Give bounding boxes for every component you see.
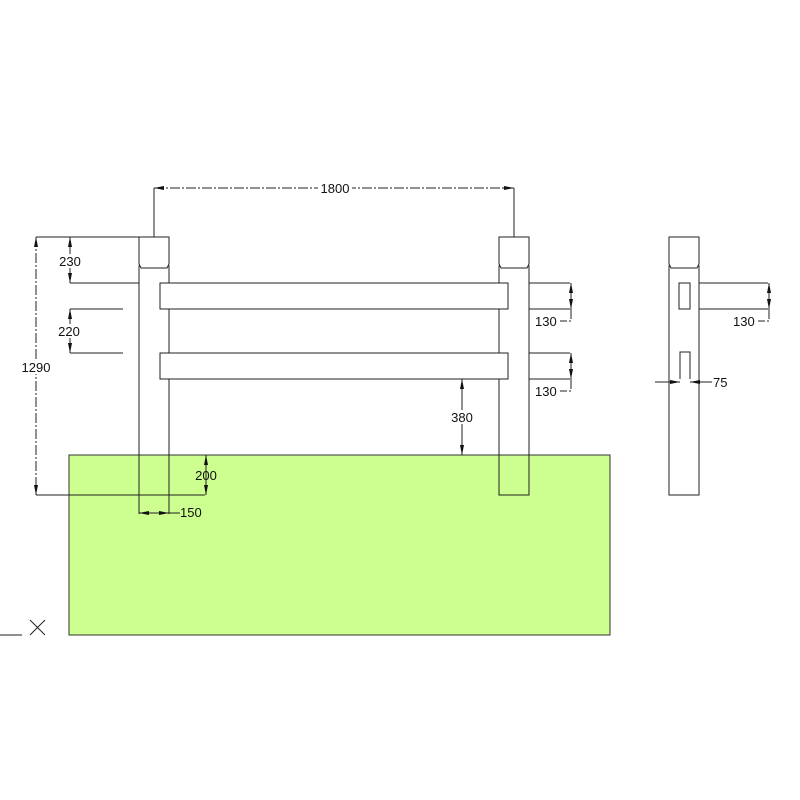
dim-slot-label: 75 <box>713 375 727 390</box>
dim-embed-label: 200 <box>195 468 217 483</box>
dim-rail1-label: 130 <box>535 314 557 329</box>
left-post-cap <box>138 236 170 269</box>
ground-area <box>68 454 611 636</box>
side-post <box>668 265 700 496</box>
dim-post-width-label: 150 <box>180 505 202 520</box>
dim-overall-height: 1290 <box>18 236 205 496</box>
dim-side-rail-label: 130 <box>733 314 755 329</box>
dim-side-rail: 130 <box>733 283 771 329</box>
side-post-cap <box>668 236 700 269</box>
dim-rail-gap: 220 <box>57 308 123 354</box>
top-rail <box>159 282 509 310</box>
dim-clearance-label: 380 <box>451 410 473 425</box>
dim-rail2: 130 <box>535 353 573 399</box>
dim-span: 1800 <box>153 181 515 237</box>
rail-slot <box>678 282 691 310</box>
rail-notch <box>679 351 691 379</box>
side-view <box>668 236 768 496</box>
side-rail <box>699 282 768 310</box>
dim-rail-gap-label: 220 <box>58 324 80 339</box>
dim-rail2-label: 130 <box>535 384 557 399</box>
dim-top-to-rail: 230 <box>57 237 139 284</box>
rail-stubs <box>529 282 570 380</box>
dim-span-label: 1800 <box>321 181 350 196</box>
dim-top-to-rail-label: 230 <box>59 254 81 269</box>
ucs-icon <box>0 619 46 636</box>
bottom-rail <box>159 352 509 380</box>
dim-overall-height-label: 1290 <box>22 360 51 375</box>
dim-slot: 75 <box>655 375 727 390</box>
dim-clearance: 380 <box>449 379 475 455</box>
dim-post-width: 150 <box>138 495 202 520</box>
dim-rail1: 130 <box>535 283 573 329</box>
dim-embed: 200 <box>195 455 217 495</box>
right-post-cap <box>498 236 530 269</box>
front-elevation <box>138 236 570 496</box>
